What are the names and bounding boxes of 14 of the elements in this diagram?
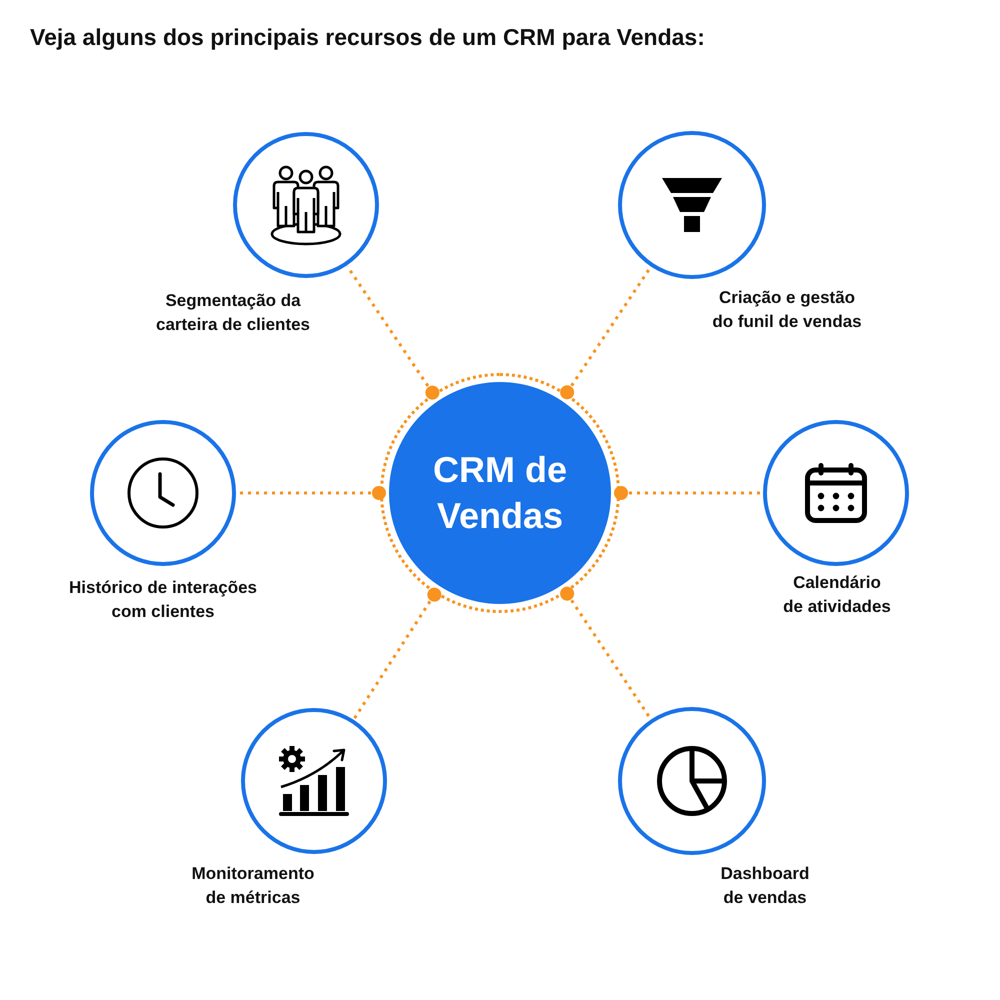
dotted-connector — [614, 486, 762, 500]
feature-label: Segmentação da carteira de clientes — [154, 290, 312, 336]
feature-label: Monitoramento de métricas — [190, 863, 316, 909]
dotted-connector — [237, 486, 386, 500]
dotted-connector — [352, 588, 442, 720]
page-title: Veja alguns dos principais recursos de um CRM para Vendas: — [30, 24, 705, 51]
dotted-connector — [560, 266, 652, 400]
feature-label: Criação e gestão do funil de vendas — [711, 287, 863, 333]
feature-label: Dashboard de vendas — [720, 863, 810, 909]
feature-label: Calendário de atividades — [782, 572, 892, 618]
dotted-connector — [560, 586, 652, 720]
dotted-connector — [346, 266, 440, 400]
feature-label: Histórico de interações com clientes — [68, 577, 258, 623]
hub-title: CRM de Vendas — [432, 448, 568, 538]
